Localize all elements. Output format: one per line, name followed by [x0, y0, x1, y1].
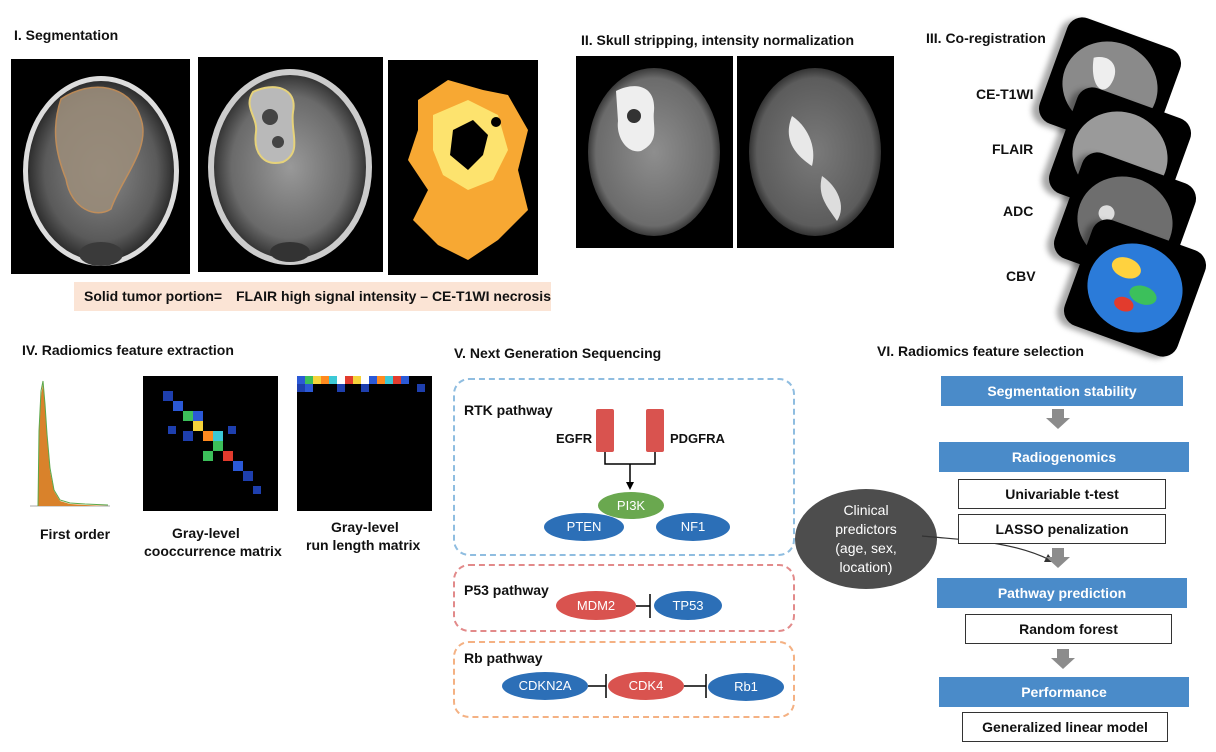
arrow-3-icon: [1051, 658, 1075, 669]
rb-pathway-box: [453, 641, 795, 718]
clinical-line-3: (age, sex,: [835, 540, 897, 556]
cbv-card: [1059, 214, 1211, 362]
segmentation-title: I. Segmentation: [14, 27, 119, 43]
clinical-line-1: Clinical: [843, 502, 889, 518]
feature-selection-title: VI. Radiomics feature selection: [877, 343, 1084, 359]
segmentation-stability-step: Segmentation stability: [941, 376, 1183, 406]
coreg-label-cbv: CBV: [1006, 268, 1036, 284]
rb1-node: Rb1: [708, 673, 784, 701]
rtk-pathway-title: RTK pathway: [464, 402, 553, 418]
rtk-connector-arrow: [604, 452, 656, 490]
tp53-node: TP53: [654, 591, 722, 620]
clinical-line-2: predictors: [835, 521, 897, 537]
first-order-label: First order: [40, 526, 111, 542]
coreg-label-flair: FLAIR: [992, 141, 1034, 157]
flair-segmentation-image: [11, 59, 190, 274]
skull-stripping-title: II. Skull stripping, intensity normaliza…: [581, 32, 855, 48]
arrow-1-icon: [1046, 418, 1070, 429]
skull-stripped-image-1: [576, 56, 733, 248]
glcm-heatmap: [143, 376, 278, 511]
p53-pathway-box: [453, 564, 795, 632]
arrow-2-icon: [1046, 557, 1070, 568]
glcm-label-1: Gray-level: [172, 525, 240, 541]
pathway-prediction-step: Pathway prediction: [937, 578, 1187, 608]
mdm2-node: MDM2: [556, 591, 636, 620]
skull-stripped-image-2: [737, 56, 894, 248]
lasso-penalization-step: LASSO penalization: [958, 514, 1166, 544]
pdgfra-receptor-icon: [646, 409, 664, 452]
arrow-1-stem: [1052, 409, 1064, 418]
ce-t1wi-segmentation-image: [198, 57, 383, 272]
pdgfra-label: PDGFRA: [670, 431, 725, 446]
radiomics-extraction-title: IV. Radiomics feature extraction: [22, 342, 234, 358]
glrlm-label-2: run length matrix: [306, 537, 421, 553]
random-forest-step: Random forest: [965, 614, 1172, 644]
performance-step: Performance: [939, 677, 1189, 707]
solid-tumor-formula: Solid tumor portion= FLAIR high signal i…: [74, 282, 551, 311]
mdm2-tp53-inhibition: [636, 594, 651, 618]
rtk-pathway-box: [453, 378, 795, 556]
clinical-line-4: location): [839, 559, 893, 575]
arrow-2-stem: [1052, 548, 1064, 557]
cdkn2a-cdk4-inhibition: [588, 674, 607, 698]
coregistration-title: III. Co-registration: [926, 30, 1046, 46]
clinical-predictors-ellipse: Clinical predictors (age, sex, location): [795, 489, 937, 589]
formula-left: Solid tumor portion=: [84, 288, 223, 304]
p53-pathway-title: P53 pathway: [464, 582, 549, 598]
glrlm-heatmap: [297, 376, 432, 511]
cdkn2a-node: CDKN2A: [502, 672, 588, 700]
cdk4-rb1-inhibition: [684, 674, 707, 698]
segmentation-mask-image: [388, 60, 538, 275]
generalized-linear-model-step: Generalized linear model: [962, 712, 1168, 742]
formula-right: FLAIR high signal intensity – CE-T1WI ne…: [235, 288, 551, 304]
ngs-title: V. Next Generation Sequencing: [454, 345, 662, 361]
nf1-node: NF1: [656, 513, 730, 541]
glcm-label-2: cooccurrence matrix: [144, 543, 282, 559]
pten-node: PTEN: [544, 513, 624, 541]
coreg-label-adc: ADC: [1003, 203, 1034, 219]
radiogenomics-step: Radiogenomics: [939, 442, 1189, 472]
glrlm-label-1: Gray-level: [331, 519, 399, 535]
coreg-label-ce-t1wi: CE-T1WI: [976, 86, 1034, 102]
arrow-3-stem: [1057, 649, 1069, 658]
egfr-label: EGFR: [556, 431, 593, 446]
egfr-receptor-icon: [596, 409, 614, 452]
cdk4-node: CDK4: [608, 672, 684, 700]
histogram-plot: [30, 376, 110, 511]
univariable-ttest-step: Univariable t-test: [958, 479, 1166, 509]
rb-pathway-title: Rb pathway: [464, 650, 543, 666]
pi3k-node: PI3K: [598, 492, 664, 519]
